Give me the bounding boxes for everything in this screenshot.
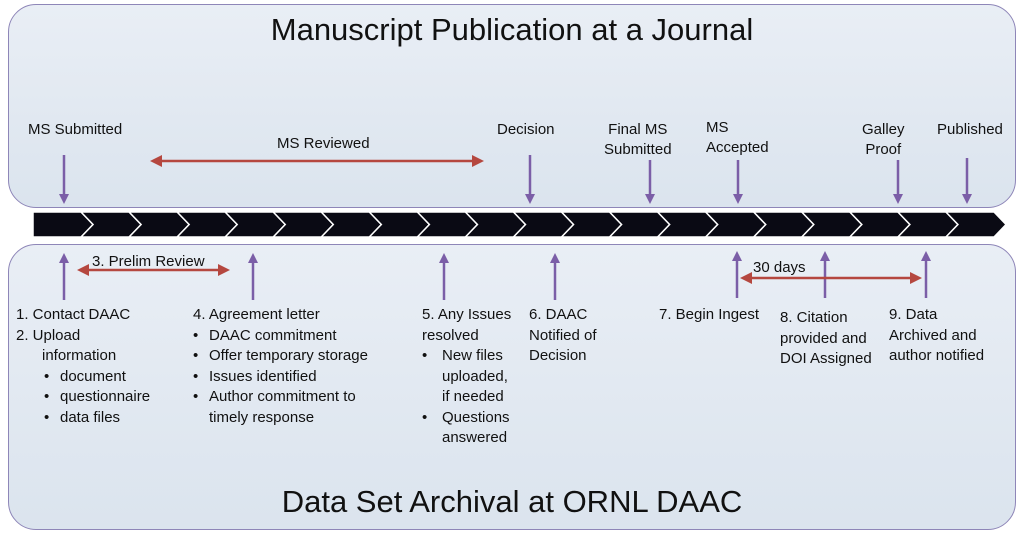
thirty-days-label: 30 days	[753, 259, 806, 276]
step-4-text: 4. Agreement letter DAAC commitment Offe…	[193, 305, 368, 428]
step-8-text: 8. Citation provided and DOI Assigned	[780, 309, 872, 367]
step-6-text: 6. DAAC Notified of Decision	[529, 306, 597, 364]
journal-title: Manuscript Publication at a Journal	[270, 12, 754, 47]
ms-reviewed-label: MS Reviewed	[277, 135, 370, 152]
step-5-text: 5. Any Issues resolved New files uploade…	[422, 305, 511, 449]
timeline-chevron	[944, 211, 1008, 238]
step-1-2-text: 1. Contact DAAC 2. Upload information do…	[16, 305, 150, 428]
archival-title: Data Set Archival at ORNL DAAC	[281, 484, 743, 519]
decision-label: Decision	[497, 121, 555, 138]
journal-panel	[8, 4, 1016, 208]
archival-panel	[8, 244, 1016, 530]
ms-submitted-label: MS Submitted	[28, 121, 123, 138]
step-9-text: 9. Data Archived and author notified	[889, 306, 985, 364]
timeline-chevrons	[32, 211, 1008, 238]
published-label: Published	[937, 121, 1003, 138]
step-7-text: 7. Begin Ingest	[659, 306, 760, 323]
